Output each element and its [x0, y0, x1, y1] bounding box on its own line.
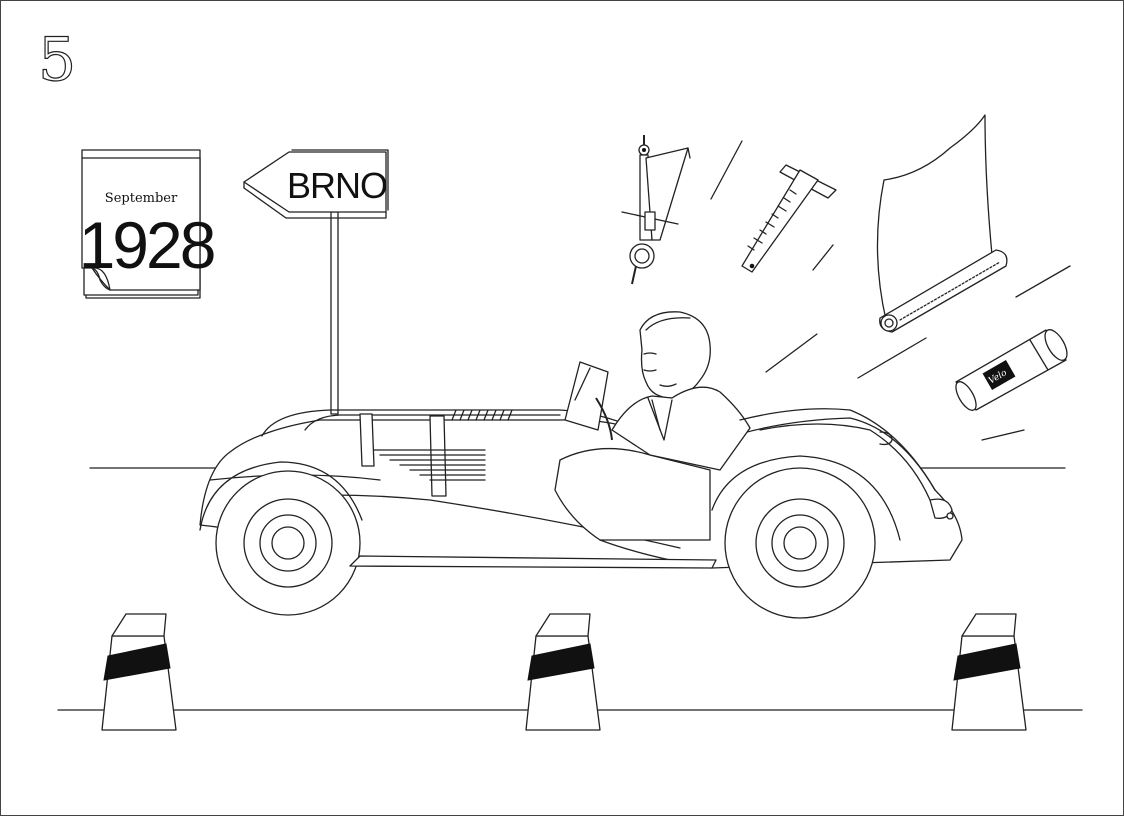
- rear-wheel: [724, 467, 876, 619]
- calendar-month: September: [105, 191, 178, 206]
- sign-post: [330, 211, 339, 415]
- page-number: 5: [38, 25, 76, 95]
- bollard-left: [101, 613, 177, 731]
- glue-stick-icon: Velo: [955, 329, 1068, 411]
- road-sign: BRNO: [243, 149, 389, 415]
- speed-lines: [710, 140, 1071, 441]
- bollard-right: [951, 613, 1027, 731]
- front-wheel: [215, 470, 361, 616]
- drafting-compass-icon: [621, 135, 691, 285]
- tear-off-calendar: September 1928: [79, 149, 217, 299]
- calendar-year: 1928: [79, 208, 214, 282]
- vintage-roadster-car: [199, 311, 963, 619]
- bollard-center: [525, 613, 601, 731]
- t-square-ruler-icon: [741, 164, 837, 273]
- sign-destination-text: BRNO: [287, 165, 387, 206]
- paper-roll-icon: [876, 114, 1008, 333]
